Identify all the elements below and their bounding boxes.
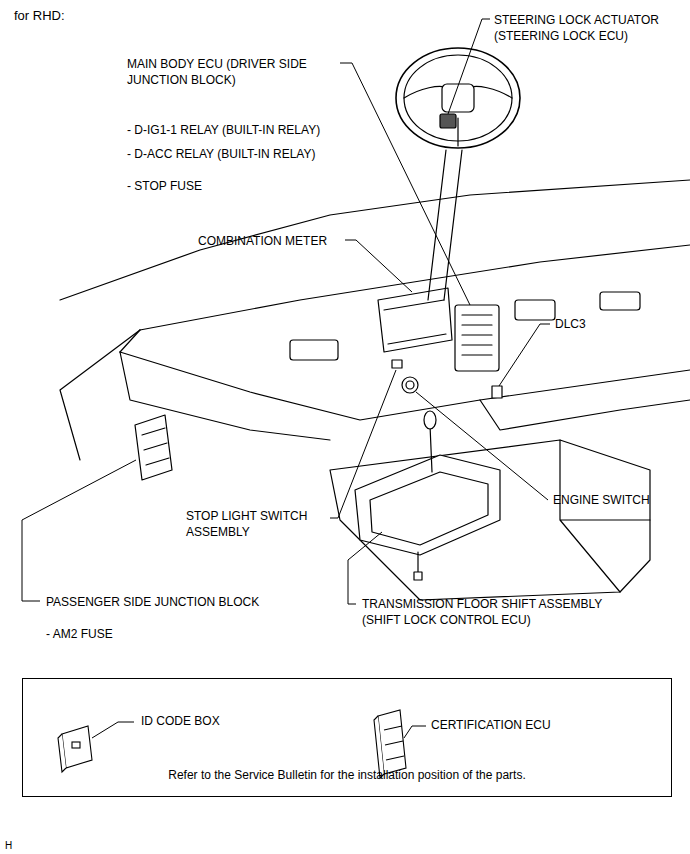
part-name: STOP LIGHT SWITCH ASSEMBLY [186,508,326,540]
figure-code: H [5,838,12,854]
part-name: COMBINATION METER [198,233,327,249]
part-name: MAIN BODY ECU (DRIVER SIDE JUNCTION BLOC… [127,56,337,88]
part-name: PASSENGER SIDE JUNCTION BLOCK [46,594,259,610]
part-name: DLC3 [555,316,586,332]
note-text: Refer to the Service Bulletin for the in… [23,767,671,783]
diagram-title: for RHD: [14,8,65,24]
part-name: ID CODE BOX [141,713,220,729]
part-name: CERTIFICATION ECU [431,717,551,733]
legend-box: ID CODE BOX CERTIFICATION ECU Refer to the… [22,678,672,797]
part-name: STEERING LOCK ACTUATOR (STEERING LOCK EC… [494,12,679,44]
sub-part-name: - D-IG1-1 RELAY (BUILT-IN RELAY) [127,122,320,138]
part-name: TRANSMISSION FLOOR SHIFT ASSEMBLY (SHIFT… [362,596,637,628]
sub-part-name: - AM2 FUSE [46,626,113,642]
sub-part-name: - STOP FUSE [127,178,202,194]
sub-part-name: - D-ACC RELAY (BUILT-IN RELAY) [127,146,315,162]
part-name: ENGINE SWITCH [553,492,650,508]
